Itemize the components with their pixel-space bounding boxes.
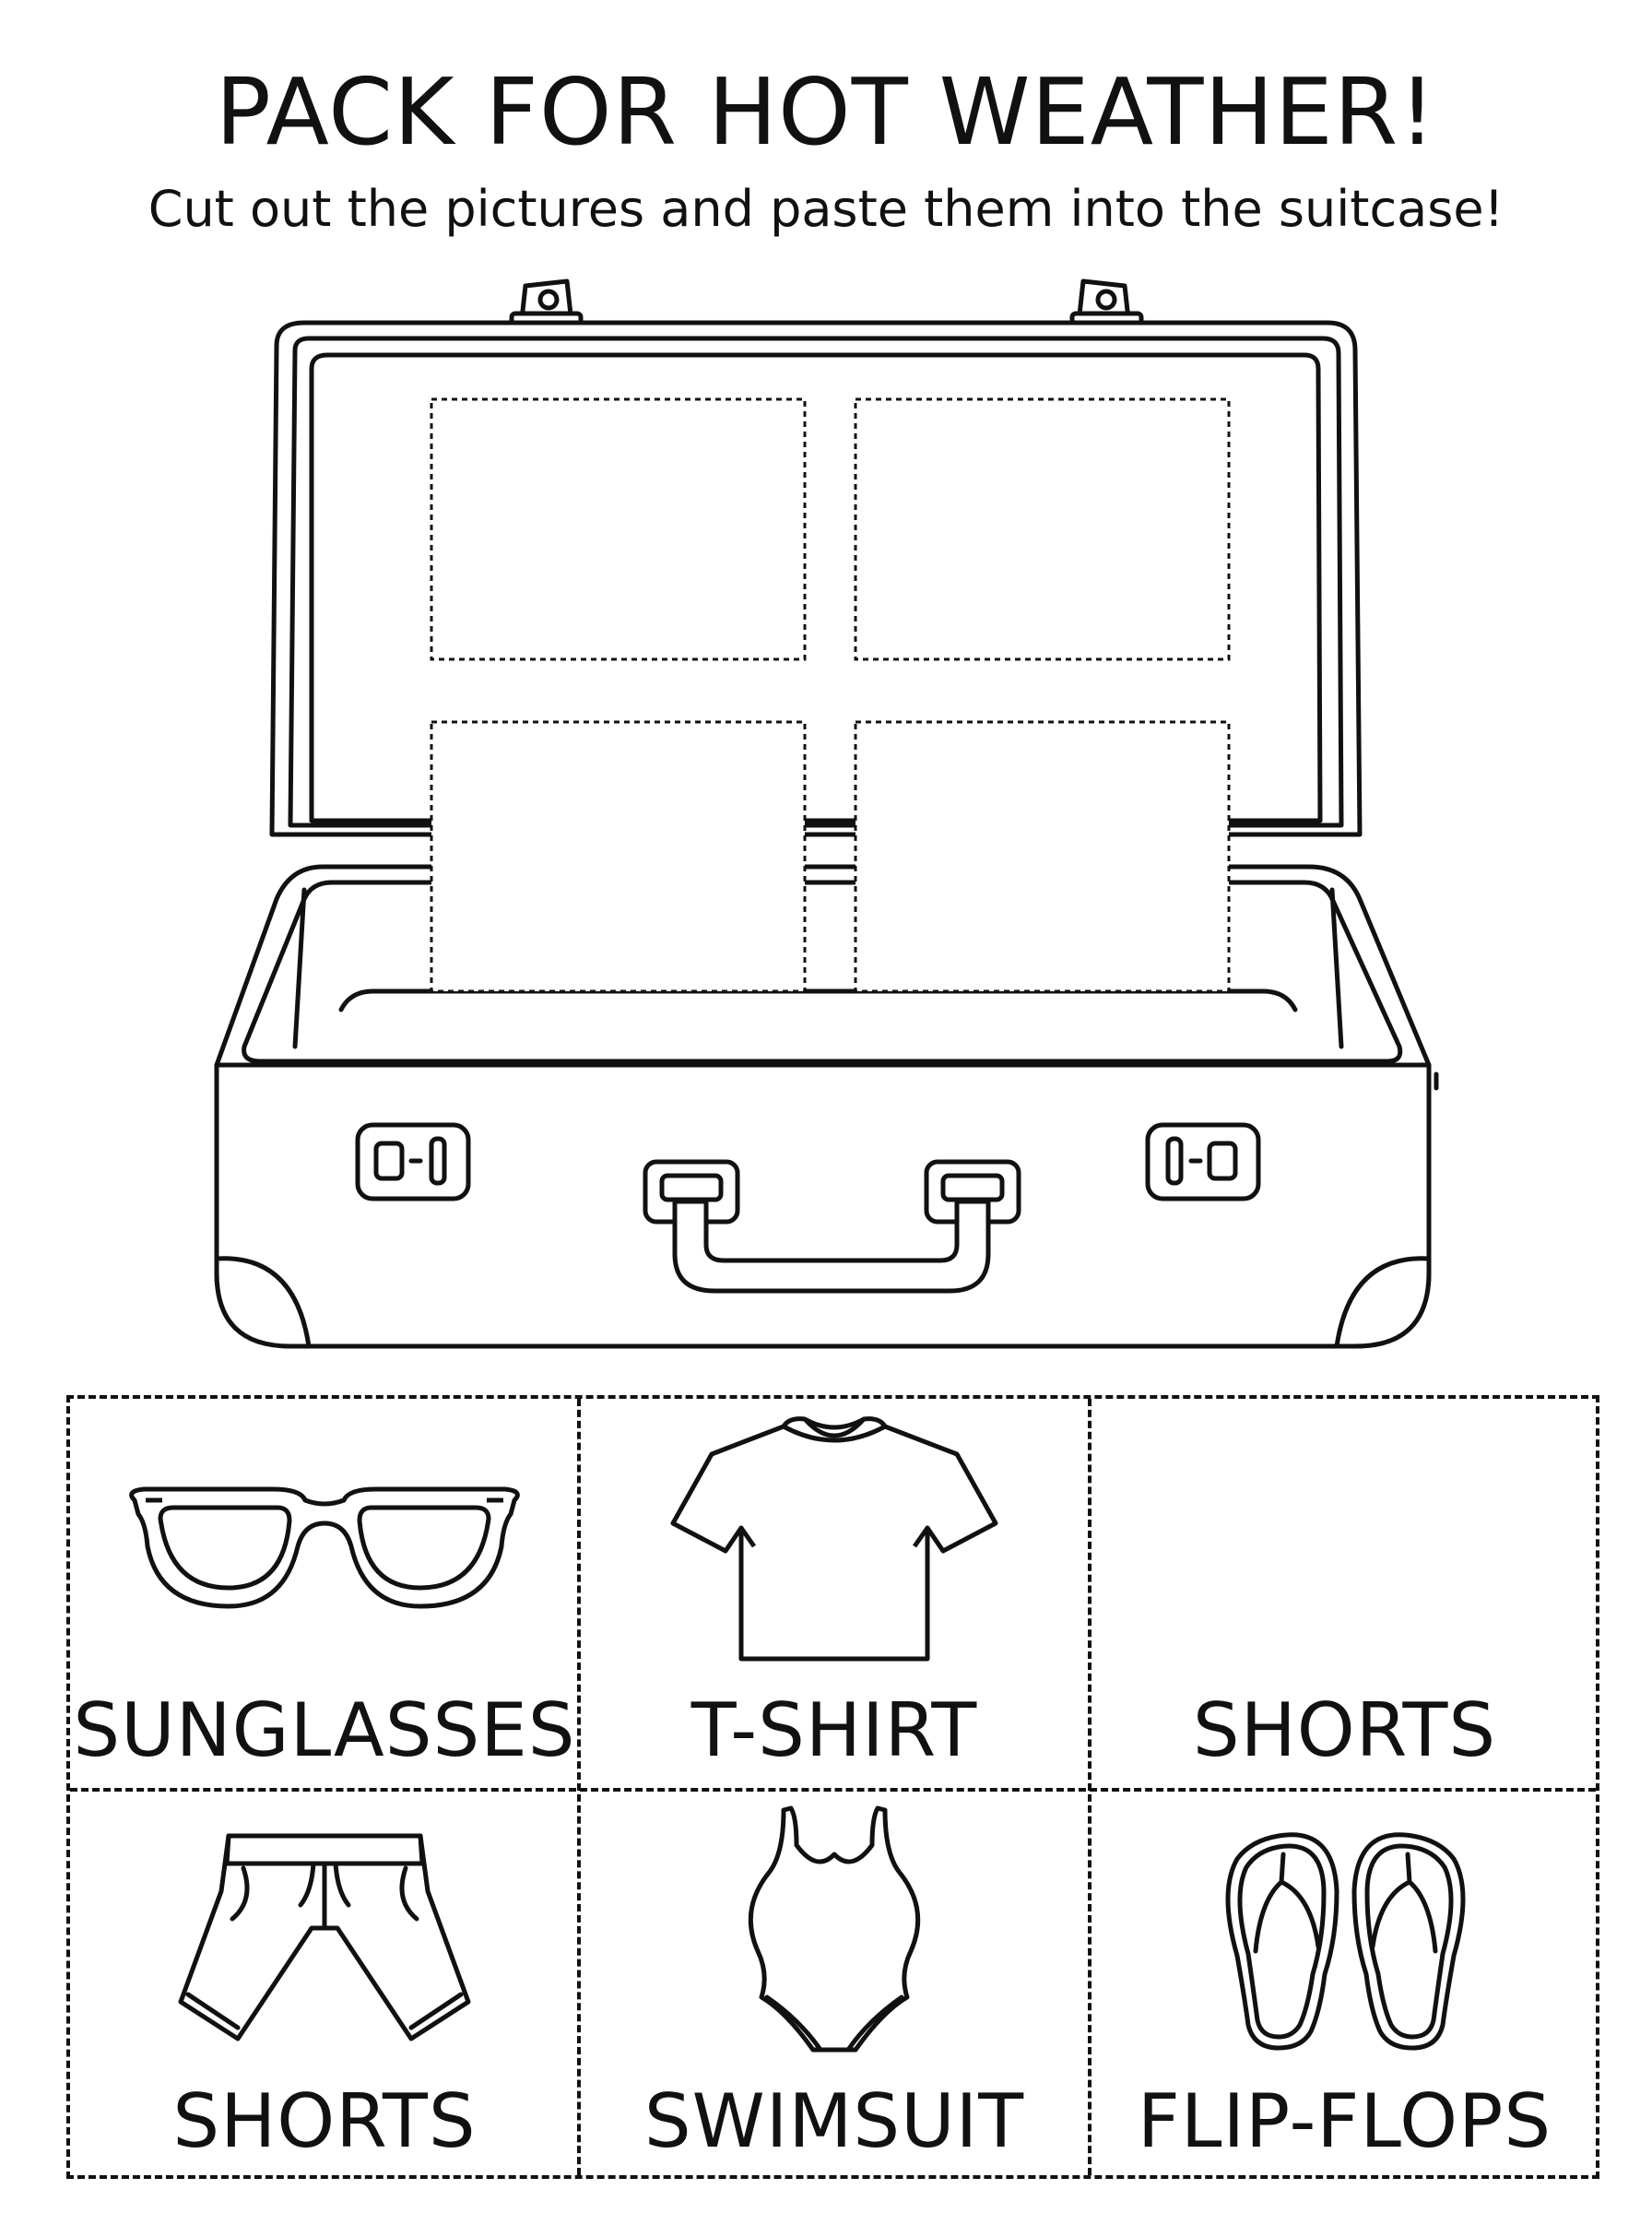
worksheet-instructions: Cut out the pictures and paste them into…: [148, 180, 1504, 238]
card-label: SHORTS: [172, 2078, 477, 2164]
card-shorts-blank[interactable]: SHORTS: [1090, 1399, 1599, 1790]
drop-zone: [854, 720, 1231, 993]
card-swimsuit[interactable]: SWIMSUIT: [579, 1790, 1090, 2179]
sunglasses-icon: [129, 1486, 520, 1609]
card-label: FLIP-FLOPS: [1137, 2078, 1552, 2164]
card-flip-flops[interactable]: FLIP-FLOPS: [1090, 1790, 1599, 2179]
empty-picture-area: [1090, 1399, 1599, 1675]
cut-line: [577, 1399, 581, 2175]
card-label: T-SHIRT: [690, 1687, 978, 1773]
suitcase-handle: [643, 1159, 1021, 1294]
swimsuit-icon: [748, 1805, 921, 2053]
shorts-icon: [178, 1833, 471, 2041]
card-sunglasses[interactable]: SUNGLASSES: [70, 1399, 579, 1790]
drop-zone: [854, 397, 1231, 661]
card-label: SHORTS: [1192, 1687, 1497, 1773]
drop-zone: [430, 720, 807, 993]
cut-line: [70, 1788, 1596, 1792]
card-shorts[interactable]: SHORTS: [70, 1790, 579, 2179]
side-lock-right: [1145, 1122, 1261, 1201]
t-shirt-icon: [670, 1416, 998, 1662]
side-lock-left: [355, 1122, 471, 1201]
suitcase-illustration: [214, 278, 1439, 1349]
cut-line: [1088, 1399, 1092, 2175]
card-label: SUNGLASSES: [73, 1687, 576, 1773]
card-t-shirt[interactable]: T-SHIRT: [579, 1399, 1090, 1790]
card-label: SWIMSUIT: [643, 2078, 1025, 2164]
drop-zone-group: [430, 397, 1231, 993]
drop-zone: [430, 397, 807, 661]
flip-flops-icon: [1225, 1832, 1466, 2051]
worksheet-title: PACK FOR HOT WEATHER!: [215, 58, 1437, 166]
cut-out-card-grid: SUNGLASSES T-SHIRT SHORTS: [66, 1395, 1599, 2179]
